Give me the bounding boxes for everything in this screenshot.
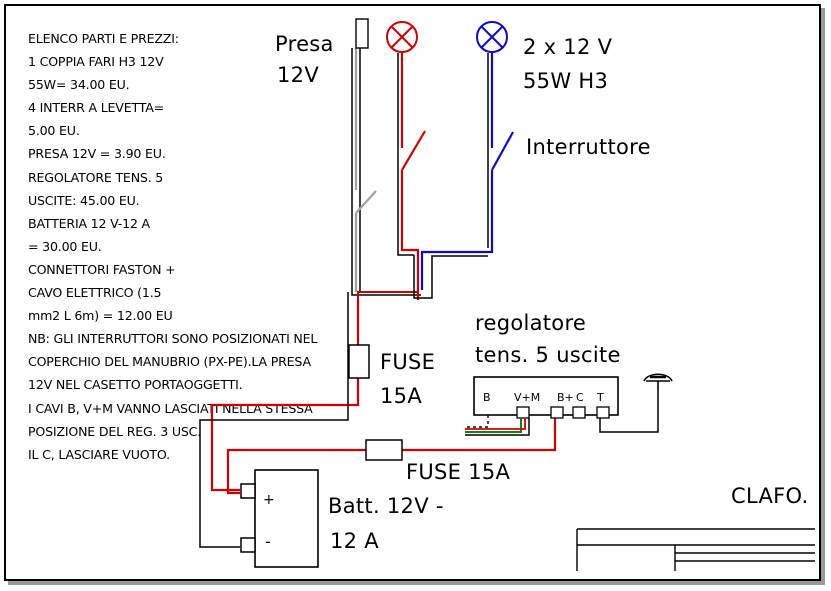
regulator-terminal-c bbox=[572, 406, 586, 419]
terminal-c-label: C bbox=[576, 391, 584, 404]
presa-label: Presa bbox=[275, 32, 334, 56]
red-wire-junction bbox=[357, 291, 418, 300]
ground-symbol bbox=[643, 373, 673, 390]
regulator-body bbox=[473, 376, 619, 416]
regolatore-spec-label: tens. 5 uscite bbox=[475, 343, 621, 367]
regulator-wire-t bbox=[599, 390, 659, 433]
notes-line: POSIZIONE DEL REG. 3 USC. bbox=[28, 423, 202, 439]
notes-line: REGOLATORE TENS. 5 bbox=[28, 169, 164, 185]
presa-switch-lever bbox=[355, 190, 377, 214]
red-wire-fuse2-right bbox=[402, 418, 557, 452]
black-wire-lamp1 bbox=[397, 53, 414, 256]
notes-line: COPERCHIO DEL MANUBRIO (PX-PE).LA PRESA bbox=[28, 354, 311, 370]
battery-capacity: 12 A bbox=[330, 529, 379, 553]
fuse-1-body bbox=[348, 344, 370, 379]
regulator-terminal-vm bbox=[516, 406, 530, 419]
regulator-wire-b-dashed bbox=[465, 415, 489, 428]
red-switch-lever bbox=[401, 130, 426, 171]
interruttore-label: Interruttore bbox=[526, 135, 651, 159]
notes-line: IL C, LASCIARE VUOTO. bbox=[28, 446, 170, 462]
regulator-terminal-bplus bbox=[550, 406, 564, 419]
red-wire-fuse2-left bbox=[226, 448, 366, 495]
notes-line: = 30.00 EU. bbox=[28, 238, 102, 254]
lamp-red bbox=[386, 21, 418, 53]
notes-line: mm2 L 6m) = 12.00 EU bbox=[28, 308, 173, 324]
battery-terminal-minus bbox=[240, 537, 256, 553]
fuse-2-body bbox=[365, 439, 403, 461]
presa-voltage-label: 12V bbox=[277, 63, 319, 87]
red-wire-fuse-to-batt bbox=[210, 378, 360, 492]
blue-switch-lever bbox=[491, 131, 514, 171]
title-block bbox=[576, 528, 815, 571]
battery-terminal-plus bbox=[240, 483, 256, 499]
fuse-1-rating: 15A bbox=[380, 384, 422, 408]
black-wire-presa bbox=[351, 48, 421, 296]
lamps-spec-label: 55W H3 bbox=[523, 69, 609, 93]
signature: CLAFO. bbox=[731, 484, 809, 508]
notes-line: 1 COPPIA FARI H3 12V bbox=[28, 54, 164, 70]
terminal-t-label: T bbox=[597, 391, 604, 404]
battery-minus-sign: - bbox=[265, 532, 271, 551]
drawing-frame bbox=[4, 4, 821, 581]
notes-line: 55W= 34.00 EU. bbox=[28, 77, 130, 93]
terminal-bplus-label: B+ bbox=[557, 391, 574, 404]
notes-line: BATTERIA 12 V-12 A bbox=[28, 215, 150, 231]
terminal-vm-label: V+M bbox=[514, 391, 541, 404]
notes-line: 4 INTERR A LEVETTA= bbox=[28, 100, 165, 116]
red-wire-lamp-bottom bbox=[400, 170, 420, 300]
blue-wire-lamp-bottom bbox=[420, 170, 494, 290]
battery-plus-sign: + bbox=[263, 492, 275, 508]
battery-label: Batt. 12V - bbox=[328, 494, 444, 518]
fuse-2-label: FUSE 15A bbox=[406, 460, 511, 484]
battery-body bbox=[254, 469, 319, 568]
regolatore-label: regolatore bbox=[475, 311, 587, 335]
regulator-wire-black bbox=[465, 418, 530, 436]
regulator-wire-green bbox=[465, 418, 522, 433]
regulator-terminal-t bbox=[596, 406, 610, 419]
notes-line: USCITE: 45.00 EU. bbox=[28, 192, 140, 208]
terminal-b-label: B bbox=[483, 391, 491, 404]
notes-line: NB: GLI INTERRUTTORI SONO POSIZIONATI NE… bbox=[28, 331, 318, 347]
notes-line: CONNETTORI FASTON + bbox=[28, 261, 176, 277]
presa-socket bbox=[355, 18, 369, 49]
lamps-label: 2 x 12 V bbox=[523, 35, 613, 59]
regulator-wire-red bbox=[465, 418, 526, 430]
black-wire-ground bbox=[199, 292, 349, 548]
notes-line: CAVO ELETTRICO (1.5 bbox=[28, 285, 162, 301]
lamp-blue bbox=[476, 21, 508, 53]
notes-line: 5.00 EU. bbox=[28, 123, 80, 139]
fuse-1-label: FUSE bbox=[380, 350, 436, 374]
notes-line: PRESA 12V = 3.90 EU. bbox=[28, 146, 166, 162]
notes-line: 12V NEL CASETTO PORTAOGGETTI. bbox=[28, 377, 243, 393]
black-wire-junction bbox=[413, 255, 488, 299]
notes-line: ELENCO PARTI E PREZZI: bbox=[28, 31, 179, 46]
